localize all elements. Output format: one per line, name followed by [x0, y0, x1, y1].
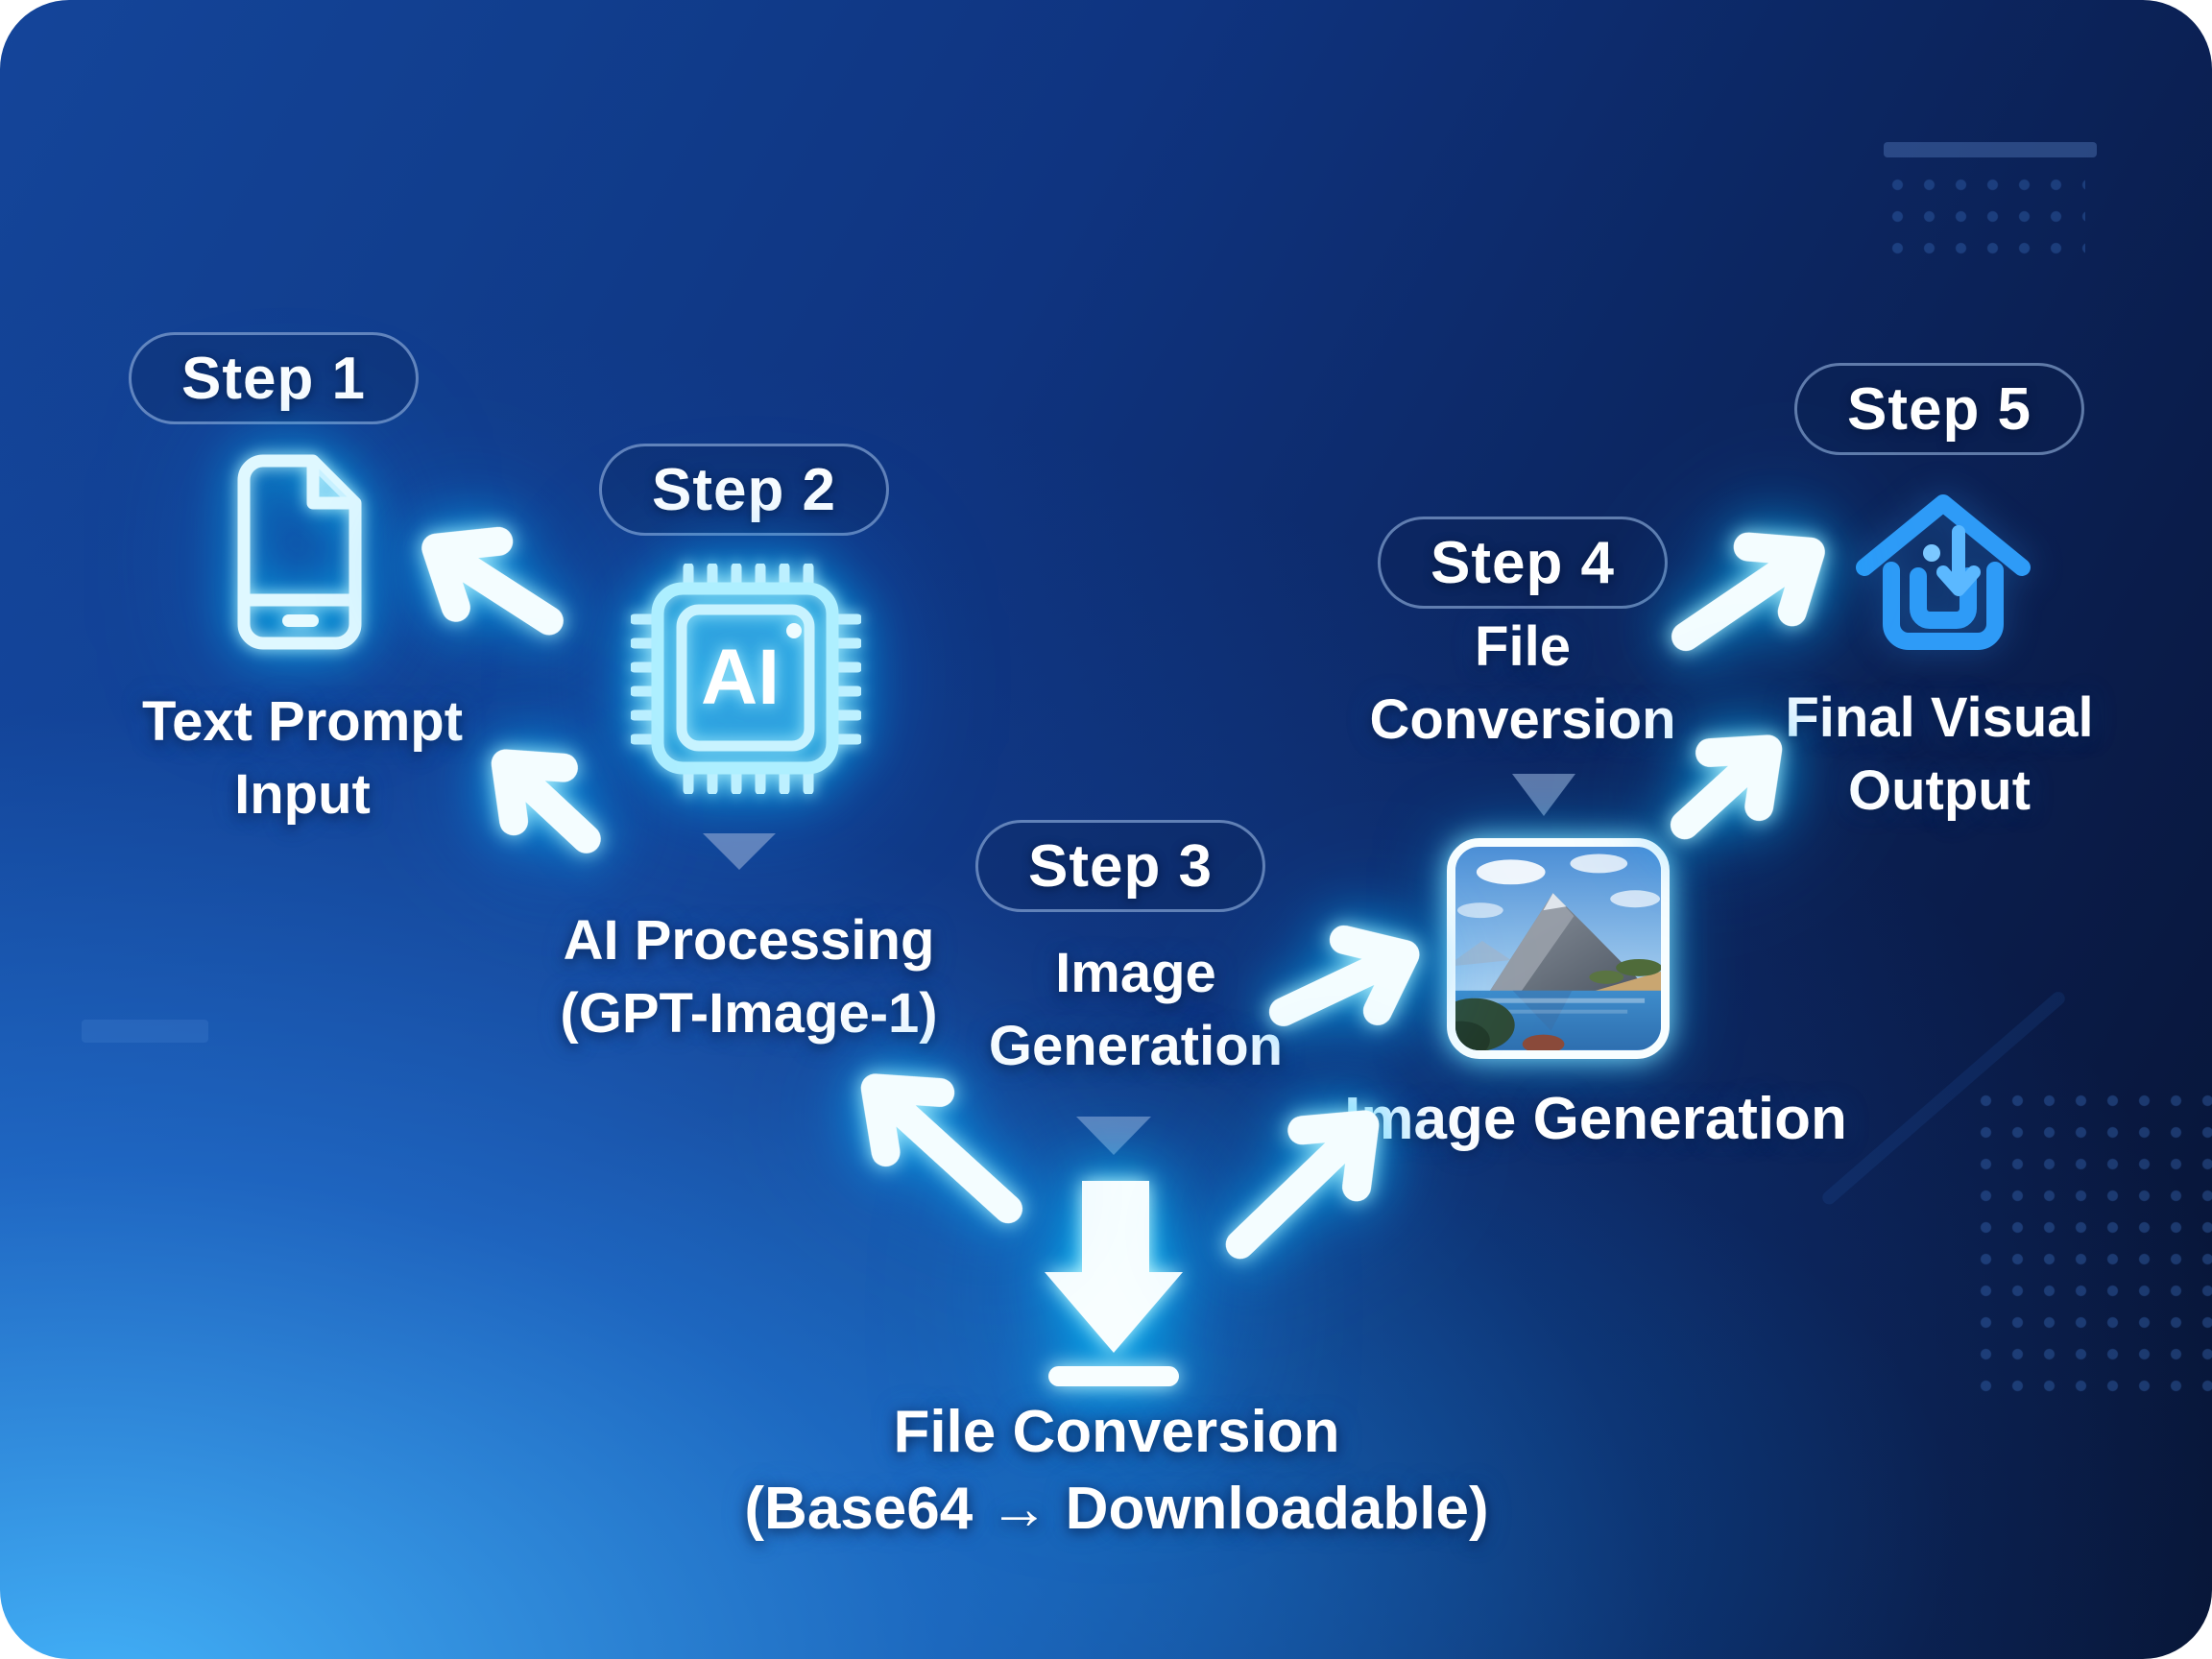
step-5-label-line1: Final Visual [1785, 686, 2094, 749]
step-5-badge: Step 5 [1793, 363, 2085, 455]
flow-arrow-processing-to-input [491, 749, 601, 854]
step-2-badge: Step 2 [598, 444, 890, 536]
download-arrow-icon [1045, 1181, 1183, 1386]
step-4-label: File Conversion [1369, 611, 1675, 757]
step-3-badge: Step 3 [974, 820, 1266, 912]
file-conversion-line2: (Base64 → Downloadable) [744, 1476, 1489, 1542]
step-4-label-line2: Conversion [1369, 688, 1676, 751]
file-conversion-line1: File Conversion [893, 1399, 1340, 1465]
generated-image-thumbnail [1447, 838, 1670, 1059]
thumbnail-caption-text: Image Generation [1344, 1086, 1847, 1152]
step-4-label-line1: File [1475, 615, 1571, 678]
step-2-badge-label: Step 2 [651, 456, 837, 523]
flow-arrow-step3-to-thumbnail [1268, 925, 1420, 1026]
step-5-label: Final Visual Output [1785, 682, 2093, 828]
decor-bar-left [82, 1020, 208, 1043]
dot-grid-bottom-right [1970, 1085, 2212, 1411]
flow-arrow-download-to-processing [860, 1073, 1023, 1224]
mountain-landscape-art [1455, 847, 1661, 1050]
step-2-label-line1: AI Processing [563, 909, 935, 972]
step-4-badge: Step 4 [1377, 517, 1669, 609]
step-5-label-line2: Output [1847, 759, 2032, 822]
step-2-label: AI Processing (GPT-Image-1) [560, 904, 937, 1050]
file-conversion-label: File Conversion (Base64 → Downloadable) [744, 1394, 1488, 1548]
flow-arrow-thumbnail-to-output [1670, 734, 1783, 840]
text-document-icon [237, 454, 362, 650]
chevron-down-icon [703, 833, 776, 870]
step-3-label: Image Generation [989, 937, 1283, 1083]
chevron-down-icon [1512, 774, 1575, 816]
step-1-label: Text Prompt Input [142, 685, 463, 831]
step-2-label-line2: (GPT-Image-1) [560, 982, 938, 1045]
ai-chip-text: AI [701, 634, 780, 721]
step-5-badge-label: Step 5 [1846, 375, 2032, 443]
step-1-label-line1: Text Prompt [141, 690, 464, 753]
ai-chip-icon: AI [631, 564, 861, 794]
home-download-icon [1856, 494, 2031, 650]
step-1-badge-label: Step 1 [180, 345, 367, 412]
decor-bar-top-right [1884, 142, 2097, 157]
step-1-label-line2: Input [234, 763, 371, 826]
chevron-down-icon [1076, 1117, 1151, 1155]
step-4-badge-label: Step 4 [1430, 529, 1616, 596]
step-3-label-line1: Image [1055, 942, 1216, 1004]
step-3-badge-label: Step 3 [1027, 832, 1214, 900]
step-3-label-line2: Generation [988, 1015, 1284, 1077]
flow-arrow-conversion-to-output [1671, 532, 1825, 652]
thumbnail-caption: Image Generation [1344, 1081, 1847, 1158]
dot-grid-top-right [1882, 169, 2085, 261]
step-1-badge: Step 1 [128, 332, 420, 424]
flow-arrow-chip-to-document [421, 526, 564, 636]
